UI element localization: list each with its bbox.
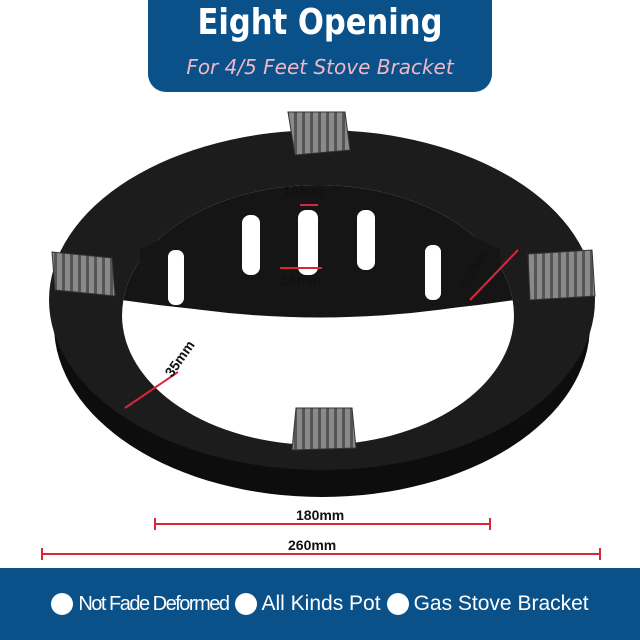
header-banner: Eight Opening For 4/5 Feet Stove Bracket: [148, 0, 492, 92]
slots: [168, 210, 441, 305]
ring-inner-wall-lower: [140, 200, 500, 318]
bullet-icon: [386, 593, 409, 615]
feature-label: All Kinds Pot: [261, 592, 381, 615]
subtitle: For 4/5 Feet Stove Bracket: [186, 55, 454, 79]
feature-bar: Not Fade Deformed All Kinds Pot Gas Stov…: [0, 568, 640, 640]
bullet-icon: [234, 593, 257, 615]
feature-label: Not Fade Deformed: [78, 592, 230, 615]
feature-item: Not Fade Deformed: [51, 592, 230, 616]
dim-inner-diameter: 180mm: [296, 507, 344, 523]
dim-slot-gap: 15mm: [281, 272, 321, 288]
dim-slot-width: 10mm: [283, 183, 323, 199]
dim-outer-diameter: 260mm: [288, 537, 336, 553]
feature-item: All Kinds Pot: [234, 592, 381, 616]
dimension-lines: [41, 204, 601, 560]
supports: [51, 111, 596, 451]
bullet-icon: [51, 593, 74, 615]
feature-item: Gas Stove Bracket: [386, 592, 589, 616]
title: Eight Opening: [197, 2, 443, 43]
feature-label: Gas Stove Bracket: [413, 592, 589, 615]
